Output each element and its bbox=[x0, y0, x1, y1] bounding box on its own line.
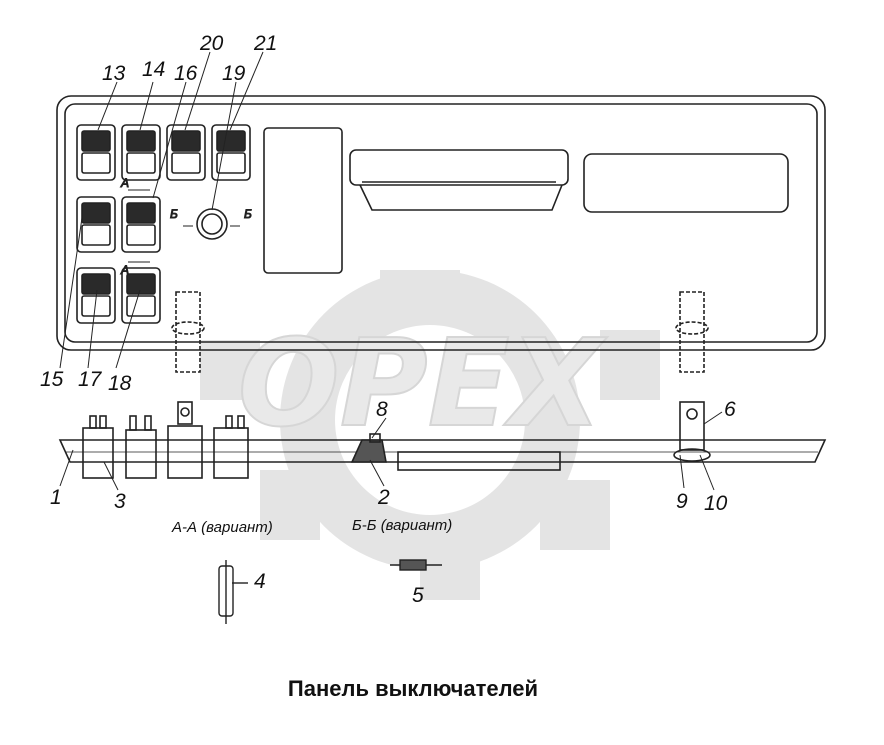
bracket-side-6 bbox=[673, 401, 711, 462]
callout-3: 3 bbox=[114, 490, 126, 513]
callout-9: 9 bbox=[676, 490, 688, 513]
callout-4: 4 bbox=[254, 570, 266, 593]
callout-14: 14 bbox=[142, 58, 165, 81]
callout-10: 10 bbox=[704, 492, 728, 515]
callout-1: 1 bbox=[50, 486, 62, 509]
switch-20 bbox=[166, 124, 206, 181]
section-label-b-b: Б-Б (вариант) bbox=[352, 517, 452, 534]
switch-16 bbox=[121, 196, 161, 253]
callout-21: 21 bbox=[253, 32, 277, 55]
right-bracket bbox=[675, 291, 709, 373]
callout-6: 6 bbox=[724, 398, 736, 421]
switch-14 bbox=[121, 124, 161, 181]
callout-5: 5 bbox=[412, 584, 424, 607]
watermark-text: OPEX bbox=[238, 315, 608, 454]
callout-8: 8 bbox=[376, 398, 388, 421]
callout-17: 17 bbox=[78, 368, 103, 391]
panel-outer-border bbox=[56, 95, 826, 351]
section-markers: А А Б Б bbox=[120, 176, 253, 278]
figure-caption: Панель выключателей bbox=[287, 676, 539, 701]
knob-19 bbox=[196, 208, 228, 240]
detail-b-b bbox=[390, 559, 442, 571]
callout-19: 19 bbox=[222, 62, 246, 85]
marker-b-right: Б bbox=[244, 207, 252, 221]
detail-a-a bbox=[218, 560, 248, 624]
callout-16: 16 bbox=[174, 62, 198, 85]
callout-13: 13 bbox=[102, 62, 126, 85]
section-label-a-a: А-А (вариант) bbox=[171, 519, 273, 536]
watermark-logo: OPEX bbox=[200, 270, 660, 600]
marker-a-top: А bbox=[120, 176, 129, 190]
switch-13 bbox=[76, 124, 116, 181]
switch-side-cluster bbox=[125, 401, 249, 479]
switch-15 bbox=[76, 196, 116, 253]
leader-lines bbox=[59, 51, 723, 491]
radio-slot bbox=[349, 149, 569, 211]
panel-side-view bbox=[58, 401, 827, 479]
blank-opening bbox=[583, 153, 789, 213]
callout-20: 20 bbox=[199, 32, 224, 55]
callout-15: 15 bbox=[40, 368, 64, 391]
switch-21 bbox=[211, 124, 251, 181]
marker-b-left: Б bbox=[170, 207, 178, 221]
panel-front-view bbox=[56, 95, 826, 373]
watermark-gear-hole bbox=[335, 325, 525, 515]
left-bracket bbox=[171, 291, 205, 373]
callout-numbers: 13 14 16 20 19 21 15 17 18 8 6 1 3 2 9 1… bbox=[40, 32, 736, 607]
callout-2: 2 bbox=[377, 486, 390, 509]
callout-18: 18 bbox=[108, 372, 132, 395]
radio-slot-side bbox=[397, 451, 561, 471]
switch-side-3 bbox=[82, 415, 114, 479]
panel-inner-border bbox=[64, 103, 818, 343]
vertical-opening bbox=[263, 127, 343, 274]
switch-18 bbox=[121, 267, 161, 324]
panel-profile bbox=[58, 439, 827, 463]
marker-a-bottom: А bbox=[120, 263, 129, 277]
switch-17 bbox=[76, 267, 116, 324]
